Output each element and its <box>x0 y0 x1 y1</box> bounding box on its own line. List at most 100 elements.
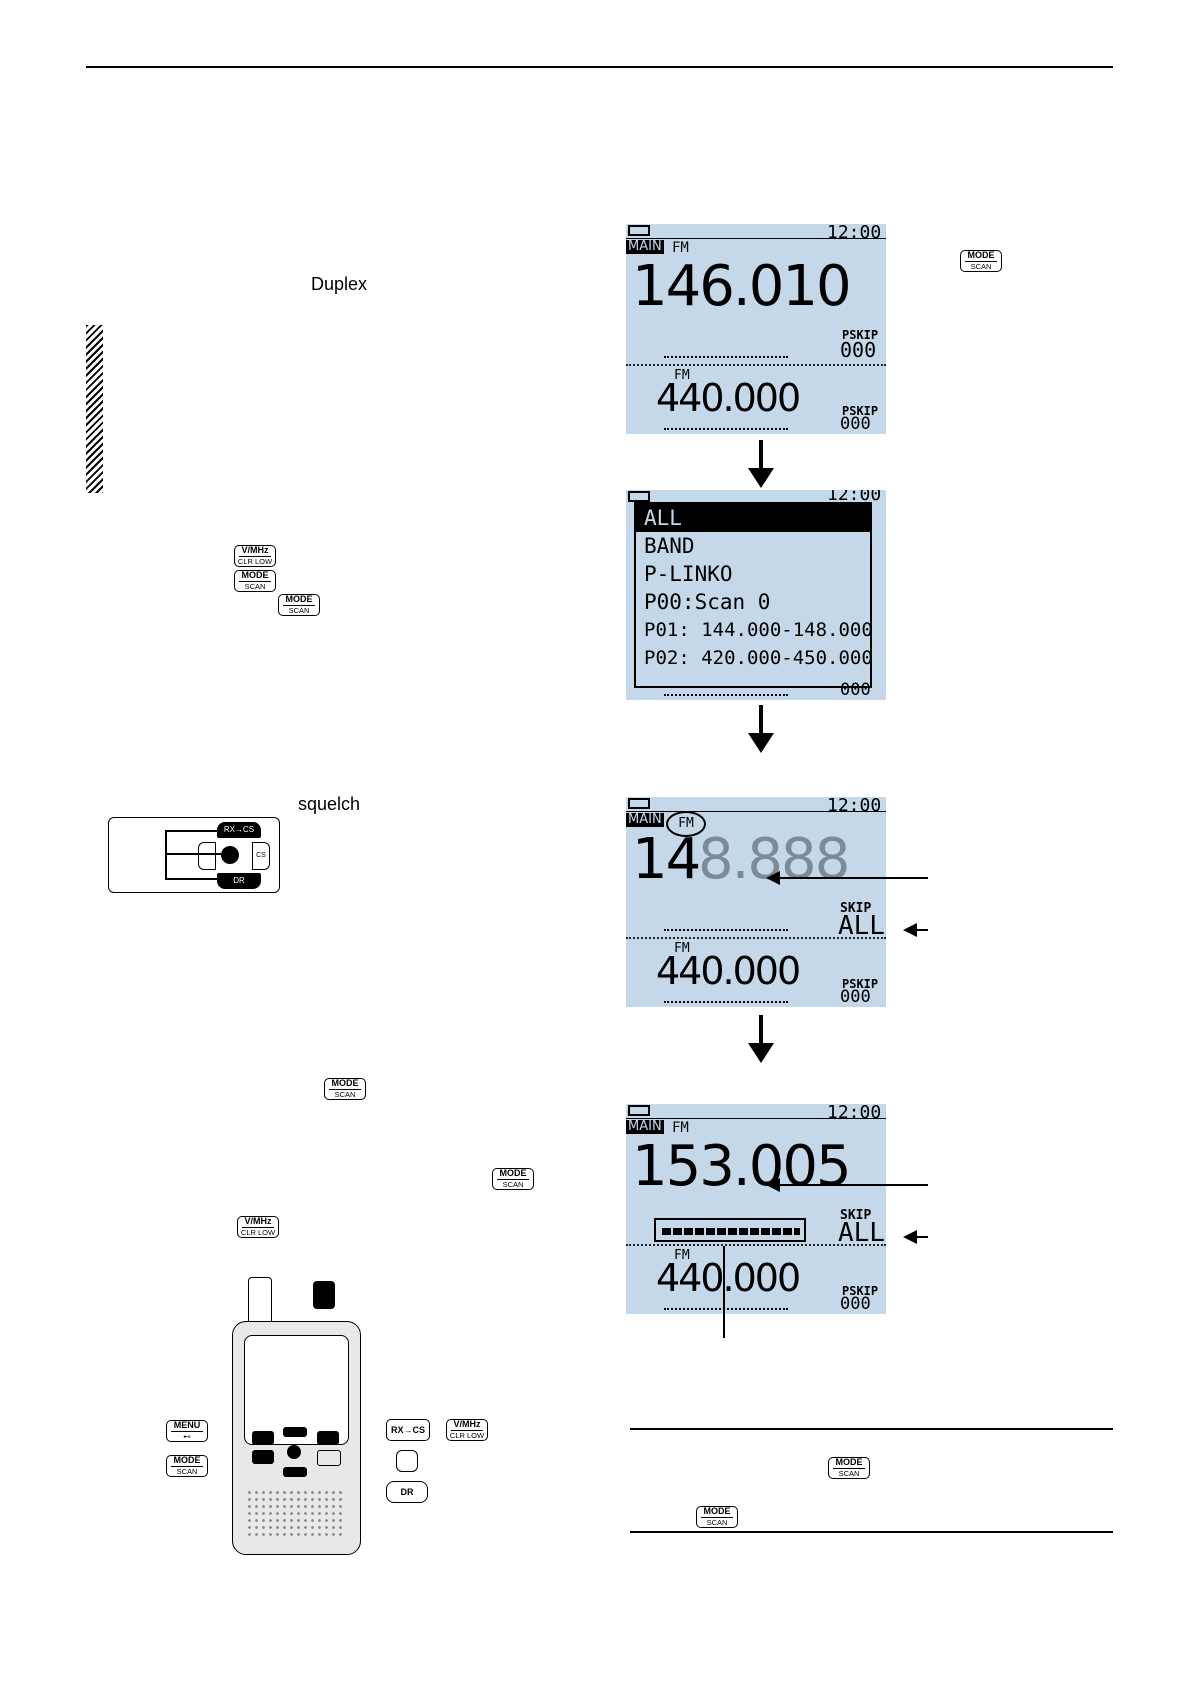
clock: 12:00 <box>827 490 882 505</box>
center-dial-icon <box>221 846 239 864</box>
pskip-value: 000 <box>840 338 877 362</box>
sub-mode-label: FM <box>674 1248 690 1263</box>
dr-key-icon: DR <box>386 1481 428 1503</box>
leader-line <box>165 878 217 880</box>
rxcs-key-icon: RX→CS <box>386 1419 430 1441</box>
scan-type-all: ALL <box>838 1218 885 1248</box>
pskip-label: PSKIP <box>842 328 879 342</box>
flow-arrow <box>748 705 774 753</box>
main-tag: MAIN <box>626 1119 664 1134</box>
mode-label-circled: FM <box>666 811 706 837</box>
sub-pskip-label: PSKIP <box>842 1284 879 1298</box>
key-diagram: RX→CS DR CS <box>108 817 280 893</box>
divider <box>626 937 886 939</box>
main-tag: MAIN <box>626 812 664 827</box>
callout-arrow-all <box>903 923 928 937</box>
divider <box>626 364 886 366</box>
note-hatch-bar <box>86 325 103 493</box>
sub-pskip-label: PSKIP <box>842 977 879 991</box>
header-line <box>626 238 886 239</box>
scan-type-all: ALL <box>838 911 885 941</box>
sub-frequency: 440.000 <box>656 376 801 420</box>
antenna <box>248 1277 272 1329</box>
clock: 12:00 <box>827 797 882 816</box>
leader-line <box>165 830 217 832</box>
rxcs-key: RX→CS <box>217 822 261 838</box>
radio-key <box>317 1431 339 1445</box>
sub-pskip-value: 000 <box>840 987 871 1007</box>
cs-key: CS <box>252 842 270 870</box>
s-meter-bars <box>662 1228 800 1235</box>
scan-type-list[interactable]: ALL BAND P-LINKO P00:Scan 0 P01: 144.000… <box>634 502 873 688</box>
flow-arrow <box>748 1015 774 1063</box>
divider <box>626 1244 886 1246</box>
radio-key <box>283 1467 307 1477</box>
battery-icon <box>628 798 650 809</box>
note-rule-top <box>630 1428 1113 1430</box>
speaker-grille <box>246 1489 346 1539</box>
dr-key: DR <box>217 873 261 889</box>
s-meter <box>664 356 788 360</box>
s-meter <box>664 929 788 933</box>
clock: 12:00 <box>827 1104 882 1123</box>
header-line <box>626 811 886 812</box>
menu-item-band[interactable]: BAND <box>644 534 695 558</box>
center-key-icon <box>396 1450 418 1472</box>
battery-icon <box>628 491 650 502</box>
flow-arrow <box>748 440 774 488</box>
radio-key <box>252 1450 274 1464</box>
sub-s-meter <box>664 1001 788 1005</box>
leader-line <box>165 853 221 855</box>
main-frequency-fixed: 14 <box>632 827 701 892</box>
radio-illustration <box>228 1277 363 1555</box>
lcd-screen-3: 12:00 MAIN FM 14 8.888 SKIP ALL FM 440.0… <box>626 797 886 1007</box>
sub-s-meter <box>664 694 788 698</box>
volume-knob-icon <box>313 1281 335 1309</box>
radio-screen <box>244 1335 349 1445</box>
menu-item-p00[interactable]: P00:Scan 0 <box>644 590 771 614</box>
sub-pskip-value: 000 <box>840 1294 871 1314</box>
callout-arrow-decimal <box>766 871 928 885</box>
sub-value: 000 <box>840 680 871 700</box>
menu-item-p02[interactable]: P02: 420.000-450.000 <box>644 647 873 669</box>
battery-icon <box>628 1105 650 1116</box>
sub-s-meter <box>664 1308 788 1312</box>
left-key-icon <box>198 842 216 870</box>
sub-mode-label: FM <box>674 941 690 956</box>
sub-pskip-value: 000 <box>840 414 871 434</box>
callout-arrow-decimal <box>766 1178 928 1192</box>
header-line <box>626 1118 886 1119</box>
lcd-screen-2: 12:00 ALL BAND P-LINKO P00:Scan 0 P01: 1… <box>626 490 886 700</box>
sub-pskip-label: PSKIP <box>842 404 879 418</box>
radio-key <box>283 1427 307 1437</box>
skip-label: SKIP <box>840 901 872 916</box>
main-tag: MAIN <box>626 239 664 254</box>
menu-item-all[interactable]: ALL <box>636 504 870 532</box>
callout-arrow-all <box>903 1230 928 1244</box>
menu-item-p01[interactable]: P01: 144.000-148.000 <box>644 619 873 641</box>
main-frequency: 153.005 <box>632 1134 852 1199</box>
sub-frequency: 440.000 <box>656 949 801 993</box>
lcd-screen-1: 12:00 MAIN FM 146.010 PSKIP 000 FM 440.0… <box>626 224 886 434</box>
menu-key-icon: MENU⊷ <box>166 1420 208 1442</box>
duplex-label: Duplex <box>311 274 368 294</box>
menu-item-plink[interactable]: P-LINKO <box>644 562 733 586</box>
sub-frequency: 440.000 <box>656 1256 801 1300</box>
mode-label: FM <box>672 1120 689 1136</box>
sub-mode-label: FM <box>674 368 690 383</box>
mode-label: FM <box>672 240 689 256</box>
callout-line-s-meter <box>723 1246 725 1338</box>
top-rule <box>86 66 1113 68</box>
sub-s-meter <box>664 428 788 432</box>
radio-key <box>317 1450 341 1466</box>
